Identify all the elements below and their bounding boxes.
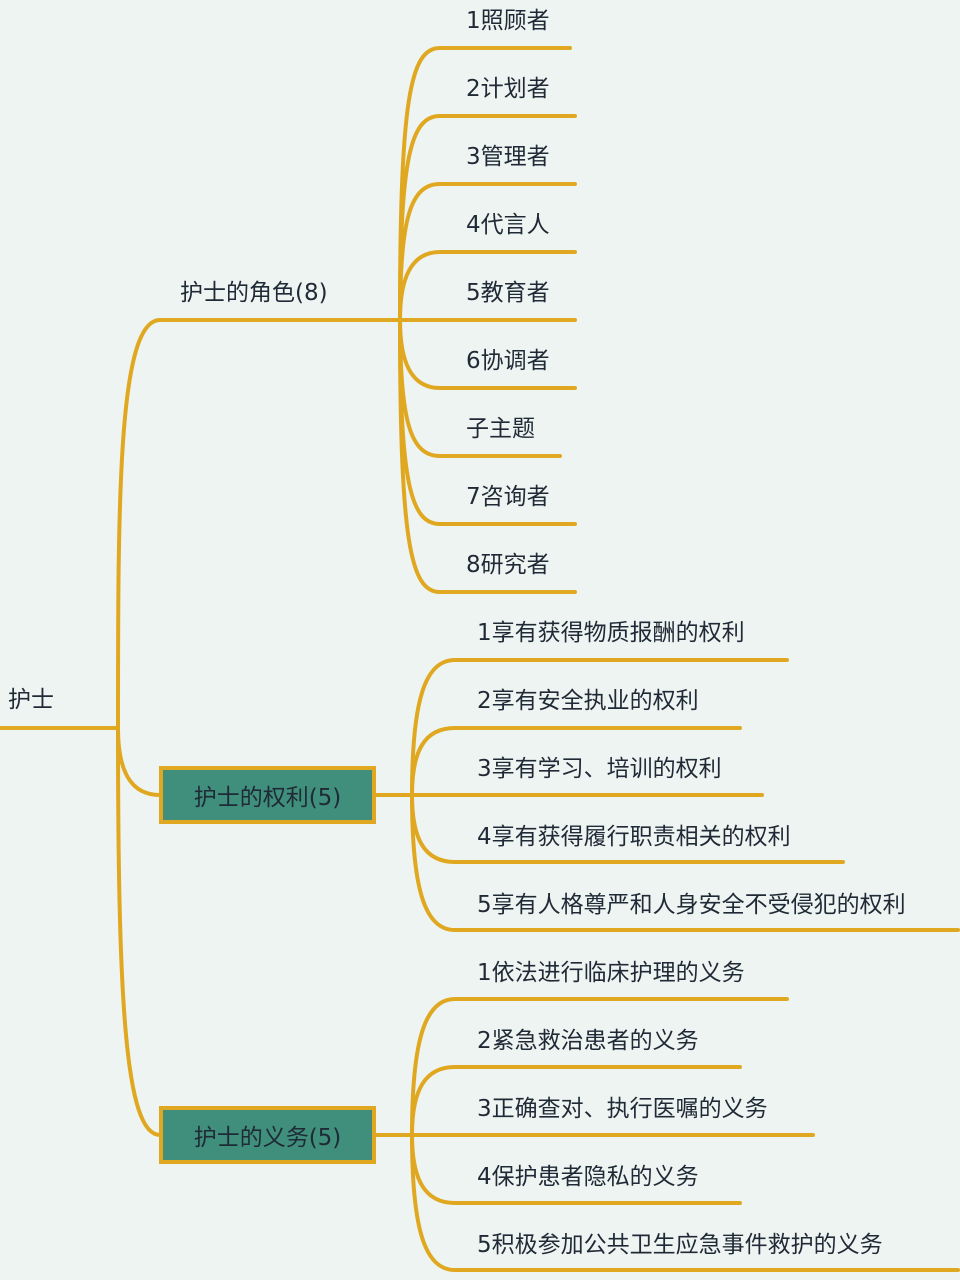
role-item[interactable]: 6协调者 [466,348,550,374]
connector-role-4 [398,250,577,322]
right-item[interactable]: 3享有学习、培训的权利 [477,756,722,782]
role-item[interactable]: 5教育者 [466,280,550,306]
connector-root-to-rights [116,726,162,797]
role-item[interactable]: 8研究者 [466,552,550,578]
root-node-label[interactable]: 护士 [8,687,54,713]
connector-right-5 [410,793,960,932]
right-item[interactable]: 2享有安全执业的权利 [477,688,699,714]
connector-root-to-roles [116,318,402,730]
role-item[interactable]: 3管理者 [466,144,550,170]
role-item[interactable]: 2计划者 [466,76,550,102]
duty-item[interactable]: 4保护患者隐私的义务 [477,1164,699,1190]
connector-duty-2 [410,1065,742,1137]
connector-root-to-duties [116,726,162,1137]
branch-roles-label[interactable]: 护士的角色(8) [180,280,328,306]
connector-duty-5 [410,1133,960,1272]
connector-right-2 [410,726,742,797]
connector-right-1 [410,658,789,797]
role-item[interactable]: 4代言人 [466,212,550,238]
role-item[interactable]: 7咨询者 [466,484,550,510]
right-item[interactable]: 1享有获得物质报酬的权利 [477,620,745,646]
role-item[interactable]: 子主题 [466,416,535,442]
connector-duty-1 [410,997,789,1137]
branch-duties-box[interactable]: 护士的义务(5) [159,1106,376,1164]
right-item[interactable]: 5享有人格尊严和人身安全不受侵犯的权利 [477,892,906,918]
duty-item[interactable]: 3正确查对、执行医嘱的义务 [477,1096,768,1122]
role-item[interactable]: 1照顾者 [466,8,550,34]
connector-role-3 [398,182,577,322]
duty-item[interactable]: 5积极参加公共卫生应急事件救护的义务 [477,1232,883,1258]
duty-item[interactable]: 1依法进行临床护理的义务 [477,960,745,986]
branch-rights-box[interactable]: 护士的权利(5) [159,766,376,824]
right-item[interactable]: 4享有获得履行职责相关的权利 [477,824,791,850]
connector-role-9 [398,318,577,594]
duty-item[interactable]: 2紧急救治患者的义务 [477,1028,699,1054]
